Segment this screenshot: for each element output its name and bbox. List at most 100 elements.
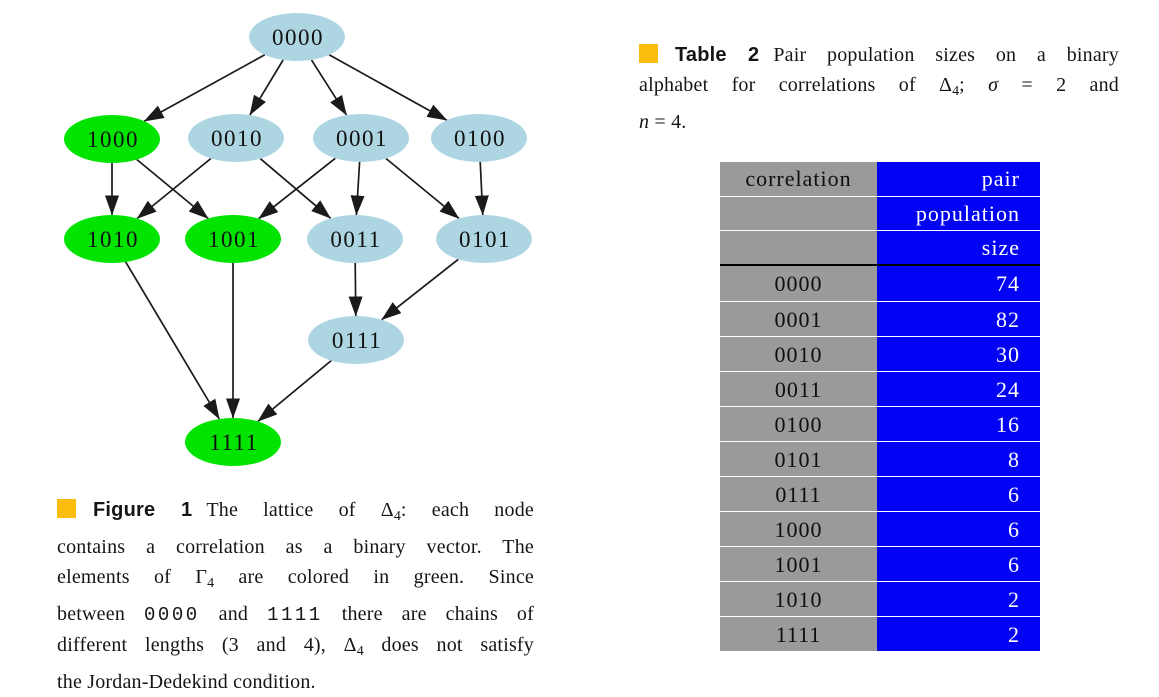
lattice-edge-0111-1111 [257,359,332,423]
correlation-cell: 1111 [720,617,877,651]
pair-population-size-cell: 6 [877,477,1040,511]
pair-population-header-cell: size [877,231,1040,264]
graph-node-label: 1111 [209,430,258,455]
caption-text-segment: the Jordan-Dedekind condition. [57,671,316,693]
lattice-edge-1010-1111 [124,261,221,420]
correlation-cell: correlation [720,162,877,196]
figure-caption-line: elements of Γ4 are colored in green. Sin… [57,562,534,599]
caption-text-segment: and [199,603,268,625]
table-header-row: population [720,196,1040,230]
pair-population-size-cell: 6 [877,512,1040,546]
graph-node-0111: 0111 [308,316,404,364]
graph-node-ellipse [185,418,281,466]
figure-caption-line: contains a correlation as a binary vecto… [57,532,534,562]
pair-population-header-cell: pair [877,162,1040,196]
caption-text-segment: = 2 and [998,74,1119,96]
lattice-edge-0010-0011 [259,158,332,219]
graph-node-ellipse [307,215,403,263]
caption-text-segment: are colored in green. Since [214,566,534,588]
pair-population-header-cell: population [877,197,1040,230]
lattice-edge-0000-0001 [310,59,348,116]
caption-text-segment: different lengths (3 and 4), Δ [57,634,357,656]
correlation-cell: 1010 [720,582,877,616]
correlation-cell: 0011 [720,372,877,406]
lattice-edge-0010-1010 [136,157,212,220]
caption-text-segment: ; [959,74,989,96]
graph-node-label: 1010 [87,227,139,252]
caption-text-segment: 0000 [144,604,200,626]
graph-node-label: 0010 [211,126,263,151]
graph-node-0010: 0010 [188,114,284,162]
lattice-edge-0000-0010 [249,59,284,116]
pair-population-size-cell: 8 [877,442,1040,476]
caption-text-segment: 1111 [267,604,323,626]
graph-node-ellipse [249,13,345,61]
caption-text-segment: 4 [356,644,364,659]
pair-population-size-cell: 30 [877,337,1040,371]
caption-text-segment: elements of Γ [57,566,208,588]
figure-caption-line: the Jordan-Dedekind condition. [57,667,534,697]
lattice-edge-0100-0101 [474,161,489,216]
graph-node-1000: 1000 [64,115,160,163]
correlation-cell: 0001 [720,302,877,336]
graph-node-label: 0000 [272,25,324,50]
lattice-edges [105,54,489,423]
graph-node-ellipse [64,115,160,163]
graph-node-ellipse [185,215,281,263]
graph-node-label: 0001 [336,126,388,151]
graph-node-0101: 0101 [436,215,532,263]
graph-node-label: 0111 [332,328,382,353]
correlation-cell: 1001 [720,547,877,581]
correlation-cell: 0100 [720,407,877,441]
caption-text-segment: alphabet for correlations of Δ [639,74,953,96]
pair-population-size-cell: 2 [877,617,1040,651]
graph-node-0000: 0000 [249,13,345,61]
pair-population-size-cell: 82 [877,302,1040,336]
graph-node-ellipse [431,114,527,162]
graph-node-ellipse [308,316,404,364]
pair-population-size-cell: 6 [877,547,1040,581]
caption-text-segment: n [639,111,650,133]
caption-text-segment: between [57,603,145,625]
correlation-cell: 0000 [720,266,877,301]
caption-text-segment: Figure 1 [93,499,193,521]
correlation-cell [720,231,877,264]
graph-node-label: 0011 [330,227,381,252]
caption-text-segment: 4 [393,509,401,524]
pair-population-size-cell: 2 [877,582,1040,616]
graph-node-1111: 1111 [185,418,281,466]
graph-node-ellipse [64,215,160,263]
graph-node-1001: 1001 [185,215,281,263]
graph-node-1010: 1010 [64,215,160,263]
caption-text-segment: Pair population sizes on a binary [773,44,1119,66]
caption-text-segment: there are chains of [322,603,534,625]
graph-node-label: 1001 [208,227,260,252]
table-header-rule [720,264,1040,266]
graph-node-0011: 0011 [307,215,403,263]
graph-node-label: 0101 [459,227,511,252]
caption-square-icon [639,44,658,63]
caption-text-segment: 4 [952,84,960,99]
caption-text-segment: contains a correlation as a binary vecto… [57,536,534,558]
graph-node-ellipse [188,114,284,162]
pair-population-size-cell: 16 [877,407,1040,441]
correlation-cell [720,197,877,230]
